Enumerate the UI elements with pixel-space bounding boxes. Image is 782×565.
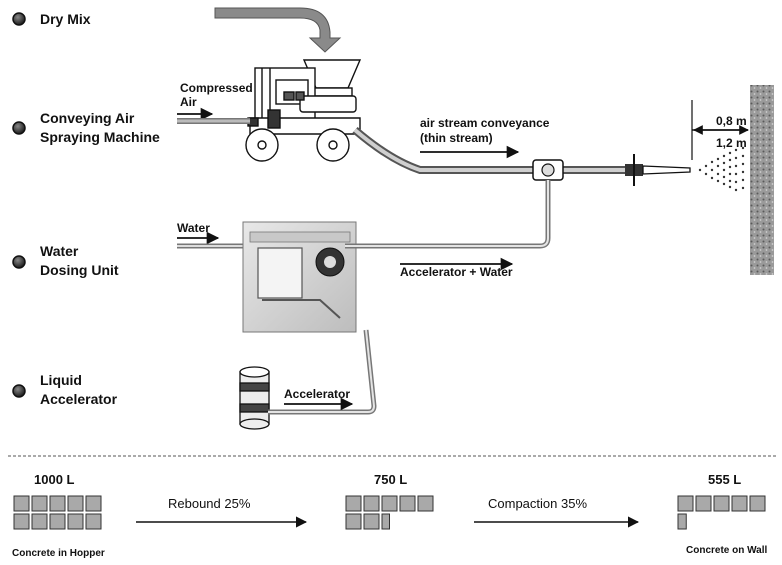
volume-block — [31, 513, 48, 530]
air-stream-label-1: air stream conveyance — [420, 116, 550, 130]
wall-blocks — [677, 495, 766, 530]
compressed-air-input: Compressed Air — [177, 81, 253, 124]
legend-accelerator-label: Accelerator — [40, 391, 118, 407]
legend-liquid-label: Liquid — [40, 372, 82, 388]
volume-block — [31, 495, 48, 512]
legend-liquid-accelerator: Liquid Accelerator — [12, 372, 118, 407]
volume-block — [677, 495, 694, 512]
water-input: Water — [177, 221, 245, 249]
volume-block — [13, 495, 30, 512]
volume-block — [345, 513, 362, 530]
hopper-blocks — [13, 495, 102, 530]
legend-water-dosing: Water Dosing Unit — [12, 243, 119, 278]
bullet-icon — [12, 255, 26, 269]
volume-block — [67, 513, 84, 530]
volume-block — [85, 513, 102, 530]
volume-block — [363, 513, 380, 530]
concrete-wall — [750, 85, 774, 275]
legend-water-label: Water — [40, 243, 79, 259]
volume-block — [67, 495, 84, 512]
dosing-output-line — [345, 180, 551, 249]
dosing-output-line-core — [345, 180, 549, 247]
volume-block — [13, 513, 30, 530]
volume-block — [695, 495, 712, 512]
wall-caption: Concrete on Wall — [686, 545, 768, 556]
volume-block — [85, 495, 102, 512]
accelerator-water-label: Accelerator + Water — [400, 265, 513, 279]
material-balance: 1000 L Concrete in Hopper Rebound 25% 75… — [12, 472, 768, 559]
compaction-label: Compaction 35% — [488, 496, 587, 511]
volume-block — [417, 495, 434, 512]
mid-blocks — [345, 495, 434, 530]
volume-block — [363, 495, 380, 512]
water-dosing-unit — [242, 221, 357, 333]
volume-block — [345, 495, 362, 512]
bullet-icon — [12, 12, 26, 26]
spray-cone — [698, 146, 745, 192]
volume-block — [713, 495, 730, 512]
spraying-machine — [245, 59, 362, 162]
mid-volume: 750 L — [374, 472, 407, 487]
volume-block — [381, 495, 398, 512]
volume-block — [381, 513, 390, 530]
dry-mix-feed-arrow — [214, 7, 342, 53]
bullet-icon — [12, 121, 26, 135]
accelerator-label: Accelerator — [284, 387, 350, 401]
volume-block — [399, 495, 416, 512]
volume-block — [49, 495, 66, 512]
compressed-air-label-2: Air — [180, 95, 197, 109]
distance-near-label: 0,8 m — [716, 114, 747, 128]
wall-volume: 555 L — [708, 472, 741, 487]
hopper-caption: Concrete in Hopper — [12, 548, 105, 559]
bullet-icon — [12, 384, 26, 398]
volume-block — [731, 495, 748, 512]
accelerator-line-core — [268, 329, 376, 413]
nozzle-distance: 0,8 m 1,2 m — [691, 100, 749, 160]
legend-conveying-air-label: Conveying Air — [40, 110, 135, 126]
rebound-label: Rebound 25% — [168, 496, 251, 511]
distance-far-label: 1,2 m — [716, 136, 747, 150]
accelerator-drum-icon — [239, 366, 270, 430]
air-stream-label-2: (thin stream) — [420, 131, 493, 145]
legend-dry-mix-label: Dry Mix — [40, 11, 91, 27]
hopper-volume: 1000 L — [34, 472, 75, 487]
legend-spraying-machine-label: Spraying Machine — [40, 129, 160, 145]
legend-dry-mix: Dry Mix — [12, 11, 91, 27]
legend-conveying-air: Conveying Air Spraying Machine — [12, 110, 160, 145]
volume-block — [49, 513, 66, 530]
water-label: Water — [177, 221, 210, 235]
volume-block — [677, 513, 687, 530]
volume-block — [749, 495, 766, 512]
conveying-hose — [352, 126, 691, 186]
legend-dosing-unit-label: Dosing Unit — [40, 262, 119, 278]
compressed-air-label-1: Compressed — [180, 81, 253, 95]
